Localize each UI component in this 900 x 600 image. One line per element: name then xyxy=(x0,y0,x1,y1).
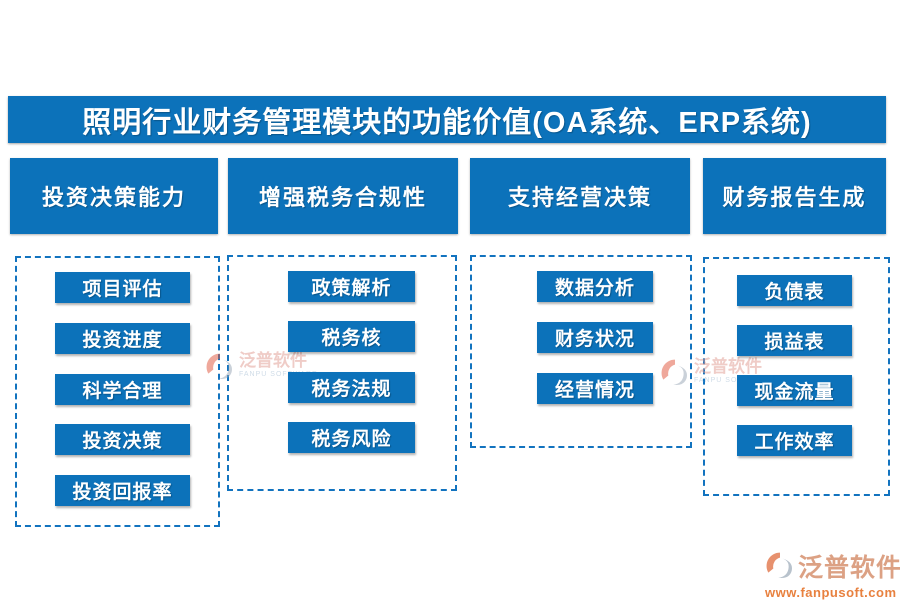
item-label: 财务状况 xyxy=(554,329,635,350)
item-box: 损益表 xyxy=(737,325,852,356)
item-box: 负债表 xyxy=(737,275,852,306)
item-label: 税务风险 xyxy=(311,429,392,450)
header-financial-reporting: 财务报告生成 xyxy=(703,158,886,234)
watermark-brand-en: FANPU SOFTWARE xyxy=(694,377,773,384)
item-box: 政策解析 xyxy=(288,271,415,302)
item-label: 政策解析 xyxy=(311,278,392,299)
watermark-right: 泛普软件 FANPU SOFTWARE xyxy=(660,358,773,388)
group-business-decision xyxy=(470,255,692,448)
group-investment-decision xyxy=(15,256,220,527)
item-label: 经营情况 xyxy=(554,380,635,401)
watermark-brand-cn: 泛普软件 xyxy=(694,357,762,376)
item-label: 负债表 xyxy=(764,282,825,303)
group-financial-reporting xyxy=(703,257,890,496)
item-box: 投资进度 xyxy=(55,323,190,354)
page-title: 照明行业财务管理模块的功能价值(OA系统、ERP系统) xyxy=(82,106,812,139)
item-box: 投资回报率 xyxy=(55,475,190,506)
header-business-decision: 支持经营决策 xyxy=(470,158,690,234)
watermark-left: 泛普软件 FANPU SOFTWARE xyxy=(205,352,318,382)
footer-brand-url: www.fanpusoft.com xyxy=(765,585,897,600)
item-box: 税务风险 xyxy=(288,422,415,453)
fanpu-logo-icon xyxy=(206,353,232,379)
item-label: 工作效率 xyxy=(754,432,835,453)
item-box: 项目评估 xyxy=(55,272,190,303)
item-label: 现金流量 xyxy=(754,382,835,403)
item-label: 投资回报率 xyxy=(72,482,173,503)
header-label: 增强税务合规性 xyxy=(258,185,427,210)
item-box: 投资决策 xyxy=(55,424,190,455)
item-label: 项目评估 xyxy=(82,279,163,300)
footer-brand-cn: 泛普软件 xyxy=(798,554,900,582)
item-label: 损益表 xyxy=(764,332,825,353)
footer-brand: 泛普软件 www.fanpusoft.com xyxy=(765,548,900,600)
item-box: 税务法规 xyxy=(288,372,415,403)
watermark-brand-en: FANPU SOFTWARE xyxy=(239,371,318,378)
title-banner: 照明行业财务管理模块的功能价值(OA系统、ERP系统) xyxy=(8,96,886,143)
header-label: 财务报告生成 xyxy=(722,185,867,210)
item-box: 现金流量 xyxy=(737,375,852,406)
item-box: 数据分析 xyxy=(537,271,653,302)
item-label: 数据分析 xyxy=(554,278,635,299)
item-box: 经营情况 xyxy=(537,373,653,404)
header-label: 支持经营决策 xyxy=(507,185,652,210)
header-label: 投资决策能力 xyxy=(41,185,186,210)
item-box: 工作效率 xyxy=(737,425,852,456)
item-label: 科学合理 xyxy=(82,381,163,402)
watermark-brand-cn: 泛普软件 xyxy=(239,351,307,370)
fanpu-logo-icon xyxy=(661,359,687,385)
header-tax-compliance: 增强税务合规性 xyxy=(228,158,458,234)
item-box: 科学合理 xyxy=(55,374,190,405)
item-label: 税务法规 xyxy=(311,379,392,400)
item-box: 税务核 xyxy=(288,321,415,352)
item-box: 财务状况 xyxy=(537,322,653,353)
item-label: 投资进度 xyxy=(82,330,163,351)
item-label: 税务核 xyxy=(321,328,382,349)
fanpu-logo-icon xyxy=(766,552,792,578)
header-investment-decision: 投资决策能力 xyxy=(10,158,218,234)
item-label: 投资决策 xyxy=(82,431,163,452)
